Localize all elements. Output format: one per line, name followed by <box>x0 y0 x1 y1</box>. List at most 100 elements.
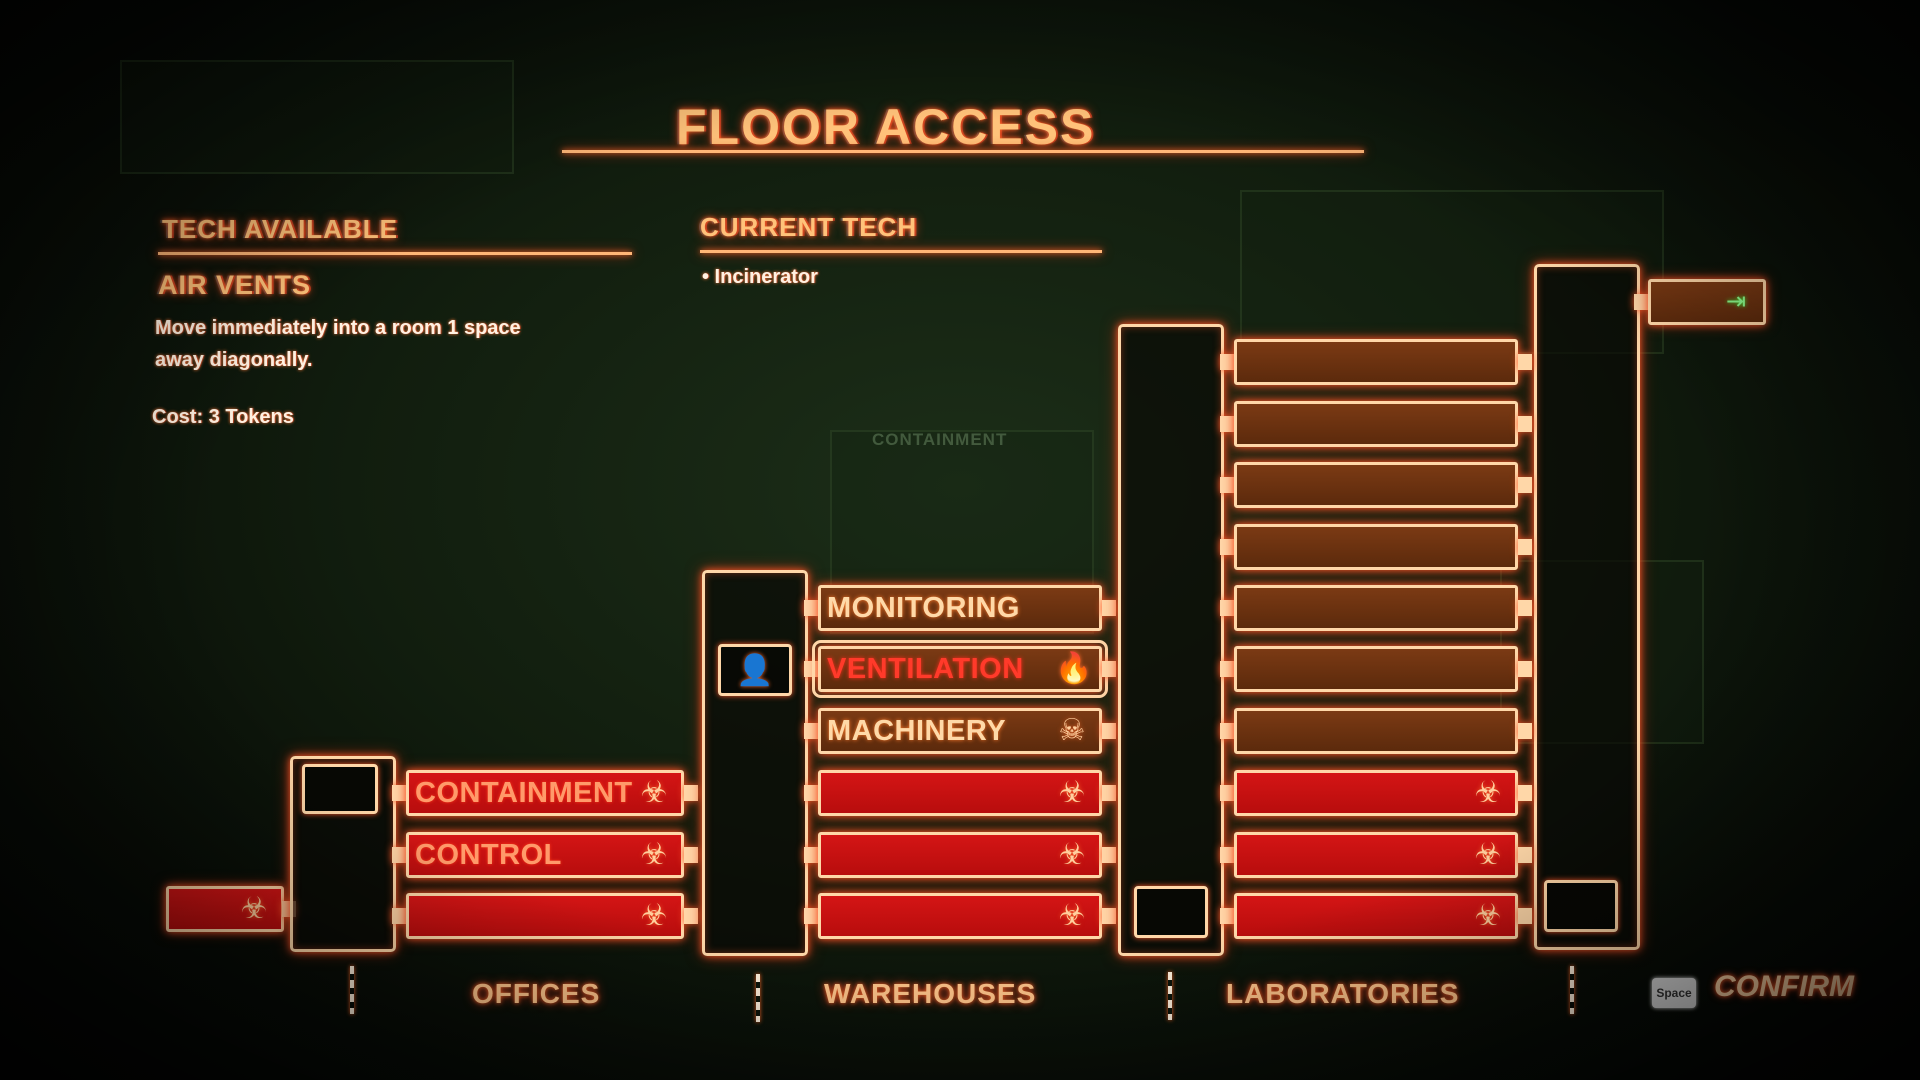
exit-room[interactable]: ⇥ <box>1648 279 1766 325</box>
connector <box>1518 477 1532 493</box>
office-room-containment[interactable]: CONTAINMENT ☣ <box>406 770 684 816</box>
tech-description: Move immediately into a room 1 space awa… <box>155 317 521 371</box>
connector <box>804 723 818 739</box>
connector <box>392 847 406 863</box>
tech-cost: Cost: 3 Tokens <box>152 406 294 428</box>
laboratories-left-slot <box>1134 886 1208 938</box>
connector <box>1220 416 1234 432</box>
biohazard-icon: ☣ <box>1058 899 1086 932</box>
current-tech-heading: CURRENT TECH <box>700 212 918 242</box>
space-key-icon: Space <box>1652 978 1696 1008</box>
player-avatar-icon: 👤 <box>736 653 774 687</box>
connector <box>1220 723 1234 739</box>
title-underline <box>562 150 1364 153</box>
biohazard-icon: ☣ <box>1474 899 1502 932</box>
connector <box>804 847 818 863</box>
offices-column-slot <box>302 764 378 814</box>
warehouse-room-ventilation[interactable]: VENTILATION 🔥 <box>812 640 1108 698</box>
lab-room-2[interactable] <box>1234 401 1518 447</box>
connector <box>1518 908 1532 924</box>
office-room-3[interactable]: ☣ <box>406 893 684 939</box>
connector <box>1518 785 1532 801</box>
connector <box>684 847 698 863</box>
connector <box>1102 723 1116 739</box>
biohazard-icon: ☣ <box>640 776 668 809</box>
section-divider <box>1168 972 1172 1020</box>
connector <box>804 785 818 801</box>
tech-name: AIR VENTS <box>158 270 312 300</box>
connector <box>1518 661 1532 677</box>
room-label: CONTAINMENT <box>415 776 633 809</box>
room-label: VENTILATION <box>827 652 1024 685</box>
lab-room-10[interactable]: ☣ <box>1234 893 1518 939</box>
warehouse-room-6[interactable]: ☣ <box>818 893 1102 939</box>
lab-room-6[interactable] <box>1234 646 1518 692</box>
page-title: FLOOR ACCESS <box>676 99 1096 155</box>
lab-room-9[interactable]: ☣ <box>1234 832 1518 878</box>
connector <box>1220 847 1234 863</box>
connector <box>1518 600 1532 616</box>
map-background-room <box>120 60 514 174</box>
connector <box>392 908 406 924</box>
connector <box>1518 354 1532 370</box>
connector <box>1102 908 1116 924</box>
player-position: 👤 <box>718 644 792 696</box>
map-background-label: CONTAINMENT <box>872 430 1008 449</box>
biohazard-icon: ☣ <box>1058 776 1086 809</box>
connector <box>1634 294 1648 310</box>
connector <box>1220 661 1234 677</box>
connector <box>684 785 698 801</box>
connector <box>804 908 818 924</box>
section-label-laboratories: LABORATORIES <box>1226 978 1460 1009</box>
section-label-offices: OFFICES <box>472 978 601 1009</box>
warehouse-room-machinery[interactable]: MACHINERY ☠ <box>818 708 1102 754</box>
current-tech-item: • Incinerator <box>702 266 818 288</box>
fire-icon: 🔥 <box>1055 652 1093 685</box>
connector <box>1102 661 1116 677</box>
biohazard-icon: ☣ <box>240 892 268 925</box>
lab-room-7[interactable] <box>1234 708 1518 754</box>
section-divider <box>350 966 354 1014</box>
connector <box>1220 908 1234 924</box>
laboratories-left-column[interactable] <box>1118 324 1224 956</box>
warehouse-room-5[interactable]: ☣ <box>818 832 1102 878</box>
exit-sign-icon: ⇥ <box>1725 288 1747 315</box>
connector <box>804 600 818 616</box>
connector <box>684 908 698 924</box>
section-label-warehouses: WAREHOUSES <box>824 978 1037 1009</box>
laboratories-right-column[interactable] <box>1534 264 1640 950</box>
connector <box>1102 785 1116 801</box>
confirm-button[interactable]: CONFIRM <box>1714 970 1854 1003</box>
lab-room-8[interactable]: ☣ <box>1234 770 1518 816</box>
warehouse-room-4[interactable]: ☣ <box>818 770 1102 816</box>
room-label: CONTROL <box>415 838 562 871</box>
lab-room-5[interactable] <box>1234 585 1518 631</box>
section-divider <box>1570 966 1574 1014</box>
biohazard-icon: ☣ <box>1474 838 1502 871</box>
connector <box>1518 723 1532 739</box>
connector <box>1518 847 1532 863</box>
connector <box>1220 600 1234 616</box>
connector <box>1102 847 1116 863</box>
connector <box>1518 416 1532 432</box>
connector <box>1220 539 1234 555</box>
warehouse-room-monitoring[interactable]: MONITORING <box>818 585 1102 631</box>
lab-room-3[interactable] <box>1234 462 1518 508</box>
room-label: MACHINERY <box>827 714 1007 747</box>
biohazard-icon: ☣ <box>640 899 668 932</box>
warehouses-column[interactable] <box>702 570 808 956</box>
office-entrance-room[interactable]: ☣ <box>166 886 284 932</box>
lab-room-4[interactable] <box>1234 524 1518 570</box>
connector <box>804 661 818 677</box>
connector <box>1220 785 1234 801</box>
biohazard-icon: ☣ <box>1474 776 1502 809</box>
tech-available-heading: TECH AVAILABLE <box>162 214 398 244</box>
laboratories-right-slot <box>1544 880 1618 932</box>
lab-room-1[interactable] <box>1234 339 1518 385</box>
room-label: MONITORING <box>827 591 1020 624</box>
biohazard-icon: ☣ <box>1058 838 1086 871</box>
office-room-control[interactable]: CONTROL ☣ <box>406 832 684 878</box>
current-tech-underline <box>700 250 1102 253</box>
connector <box>1102 600 1116 616</box>
biohazard-icon: ☣ <box>640 838 668 871</box>
